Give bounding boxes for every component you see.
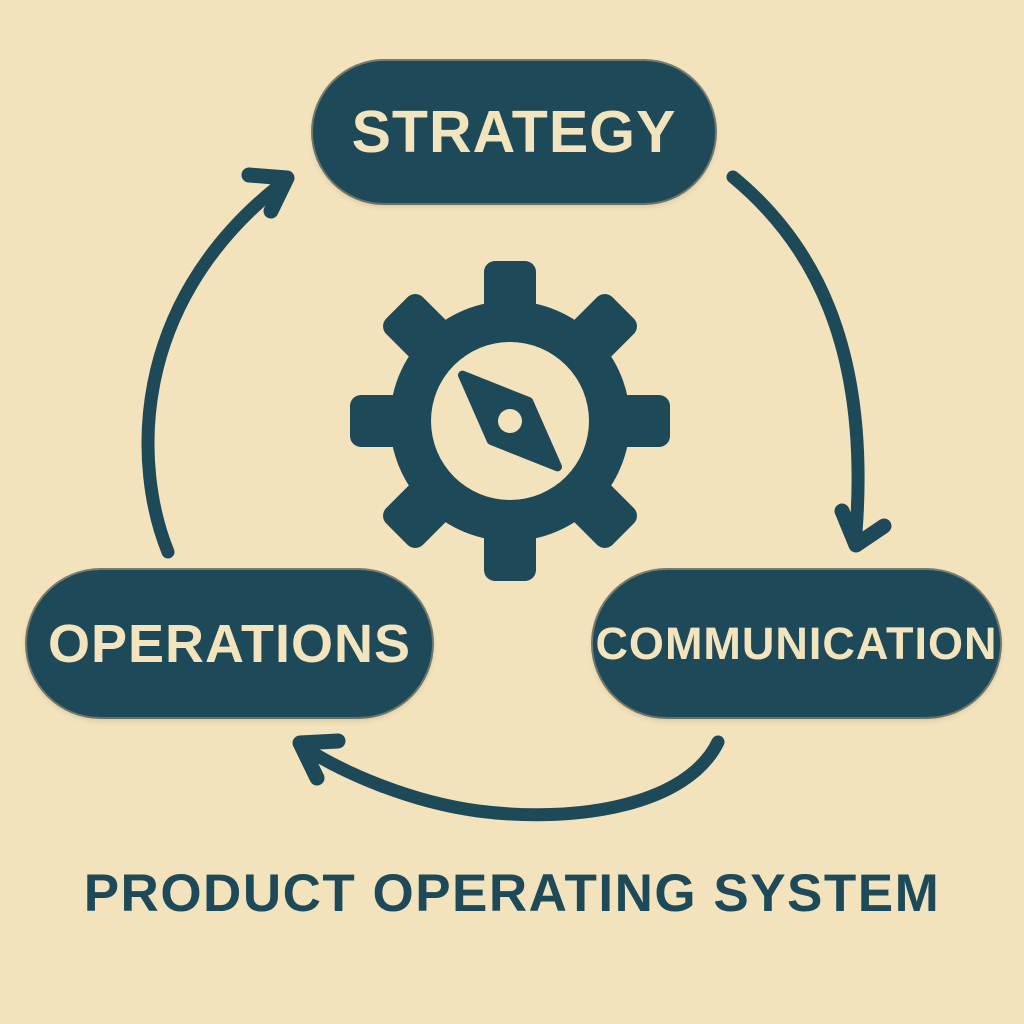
node-strategy-label: STRATEGY	[351, 99, 677, 165]
arrowhead-up-left-icon	[292, 733, 346, 786]
arrow-operations-to-strategy	[141, 167, 295, 559]
compass-needle-icon	[458, 370, 562, 472]
node-strategy: STRATEGY	[313, 61, 715, 203]
node-operations-label: OPERATIONS	[47, 613, 412, 674]
node-operations: OPERATIONS	[27, 570, 432, 717]
arrowhead-down-icon	[834, 503, 892, 553]
gear-compass-icon	[350, 261, 670, 581]
node-communication: COMMUNICATION	[593, 570, 1000, 717]
arrow-communication-to-operations	[292, 733, 725, 822]
arrowhead-up-right-icon	[241, 167, 295, 219]
arrow-strategy-to-communication	[726, 170, 892, 553]
diagram-title: PRODUCT OPERATING SYSTEM	[83, 864, 941, 923]
node-communication-label: COMMUNICATION	[595, 617, 998, 669]
